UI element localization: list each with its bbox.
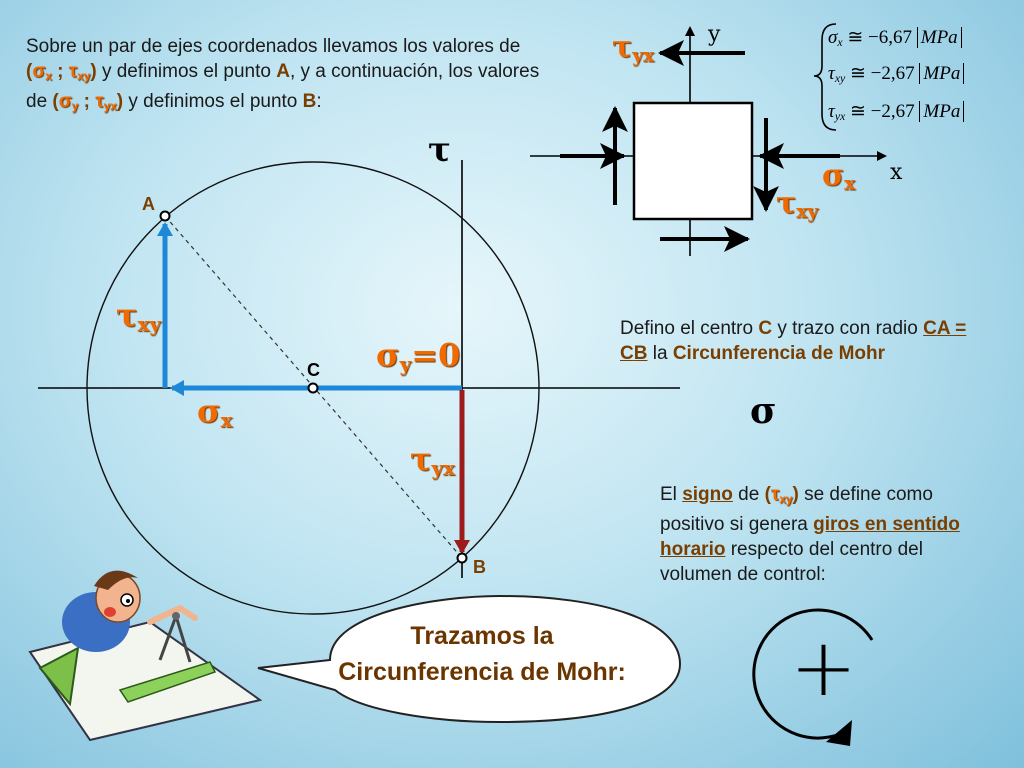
equation-sigma-x: σx ≅ −6,67 MPa xyxy=(828,26,962,50)
equation-tau-yx: τyx ≅ −2,67 MPa xyxy=(828,100,965,124)
mohr-tau-yx-label: τyx xyxy=(410,440,455,480)
sigma-axis-label: σ xyxy=(750,390,777,432)
stress-equations: σx ≅ −6,67 MPa τxy ≅ −2,67 MPa τyx ≅ −2,… xyxy=(818,20,1018,132)
clockwise-arc xyxy=(752,608,874,740)
point-c-label: C xyxy=(307,360,320,380)
element-tau-xy-label: τxy xyxy=(776,186,819,223)
center-note: Defino el centro C y trazo con radio CA … xyxy=(620,318,967,364)
clockwise-sign-symbol xyxy=(752,608,874,746)
tau-axis-label: τ xyxy=(428,130,451,170)
ruler-icon xyxy=(118,661,217,703)
clockwise-arrowhead xyxy=(826,720,852,746)
mohr-diagram xyxy=(38,160,680,615)
engineer-hair xyxy=(94,570,138,590)
intro-text: Sobre un par de ejes coordenados llevamo… xyxy=(26,36,540,113)
point-a-label: A xyxy=(142,194,155,214)
engineer-cheek xyxy=(104,607,116,617)
mohr-tau-xy-label: τxy xyxy=(116,296,161,336)
point-a-marker xyxy=(159,210,171,222)
engineer-illustration xyxy=(28,570,263,742)
mohr-sigma-x-label: σx xyxy=(197,392,233,432)
stress-element-square xyxy=(632,101,754,221)
compass-icon xyxy=(158,615,192,663)
sign-note: El signo de (τxy) se define como positiv… xyxy=(660,484,960,585)
mohr-circle xyxy=(86,161,540,615)
engineer-arm xyxy=(147,604,198,625)
point-c-marker xyxy=(307,382,319,394)
equation-tau-xy: τxy ≅ −2,67 MPa xyxy=(828,62,965,86)
point-b-marker xyxy=(456,552,468,564)
mohr-sigma-y-label: σy=0 xyxy=(376,336,461,376)
set-square-icon xyxy=(38,646,80,707)
equation-brace xyxy=(813,23,837,131)
element-x-label: x xyxy=(890,160,903,185)
element-tau-yx-label: τyx xyxy=(612,30,655,67)
bubble-text: Trazamos la Circunferencia de Mohr: xyxy=(338,622,626,686)
plus-sign: + xyxy=(790,621,858,714)
point-b-label: B xyxy=(473,557,486,577)
speech-bubble xyxy=(257,594,682,724)
element-y-label: y xyxy=(708,22,721,47)
element-diagram xyxy=(530,26,887,256)
element-sigma-x-label: σx xyxy=(822,158,856,195)
